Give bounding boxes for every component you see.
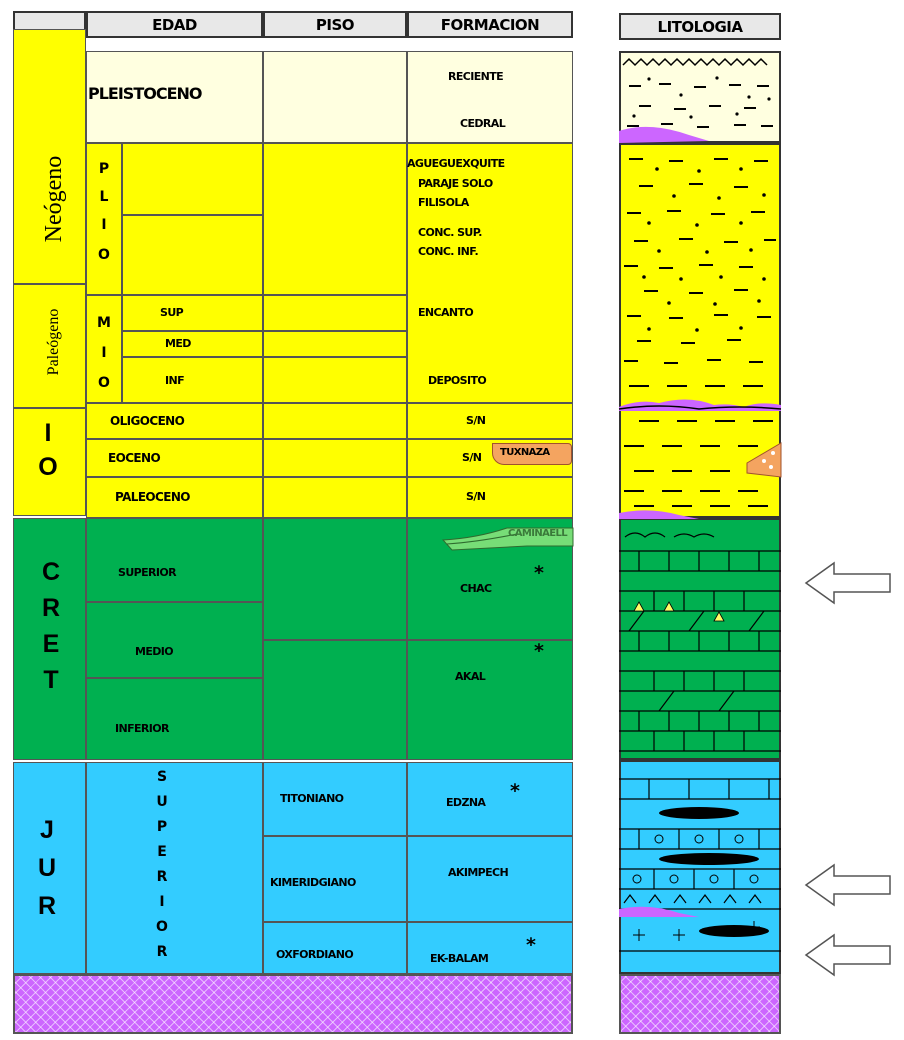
form-akal: AKAL — [455, 670, 485, 683]
arrow-left-icon — [804, 560, 894, 606]
cret-letter-e: E — [36, 629, 66, 660]
form-sn-oligoceno: S/N — [466, 414, 485, 427]
cret-piso-lower — [263, 640, 407, 760]
cret-medio-cell — [86, 602, 263, 678]
cret-inferior-label: INFERIOR — [115, 722, 169, 735]
mio-piso-sup — [263, 295, 407, 331]
ekbalam-cell — [407, 922, 573, 974]
oligoceno-label: OLIGOCENO — [110, 414, 184, 428]
form-deposito: DEPOSITO — [428, 374, 486, 387]
jur-letter-j: J — [32, 815, 62, 846]
cret-superior-label: SUPERIOR — [118, 566, 176, 579]
cret-inferior-cell — [86, 678, 263, 760]
form-cedral: CEDRAL — [460, 117, 505, 130]
cret-letter-r: R — [36, 593, 66, 624]
superior-letter-6: I — [150, 893, 174, 911]
paleoceno-piso — [263, 477, 407, 518]
mio-med-label: MED — [165, 337, 191, 350]
terciario-letter-2: O — [33, 452, 63, 483]
piso-titoniano: TITONIANO — [280, 792, 343, 805]
superior-letter-2: U — [150, 793, 174, 811]
piso-oxfordiano: OXFORDIANO — [276, 948, 353, 961]
form-ekbalam: EK-BALAM — [430, 952, 488, 965]
form-filisola: FILISOLA — [418, 196, 469, 209]
edzna-cell — [407, 762, 573, 836]
mio-letter-m: M — [92, 314, 116, 332]
form-conc-sup: CONC. SUP. — [418, 226, 482, 239]
jur-letter-u: U — [32, 853, 62, 884]
form-caminaell: CAMINAELL — [508, 528, 567, 539]
mio-sup-label: SUP — [160, 306, 183, 319]
plio-letter-i: I — [92, 216, 116, 234]
mio-inf-label: INF — [165, 374, 184, 387]
jur-letter-r: R — [32, 891, 62, 922]
cret-letter-c: C — [36, 557, 66, 588]
oligoceno-piso — [263, 403, 407, 439]
superior-letter-5: R — [150, 868, 174, 886]
akal-star: * — [534, 640, 544, 662]
mio-letter-i: I — [92, 344, 116, 362]
superior-letter-4: E — [150, 843, 174, 861]
cret-piso-upper — [263, 518, 407, 640]
plio-upper — [122, 143, 263, 215]
plio-letter-l: L — [92, 188, 116, 206]
paleoceno-label: PALEOCENO — [115, 490, 190, 504]
form-conc-inf: CONC. INF. — [418, 245, 478, 258]
plio-letter-p: P — [92, 160, 116, 178]
paleogeno-label: Paleógeno — [45, 292, 65, 392]
form-paraje-solo: PARAJE SOLO — [418, 177, 493, 190]
form-encanto: ENCANTO — [418, 306, 473, 319]
form-sn-paleoceno: S/N — [466, 490, 485, 503]
header-litologia: LITOLOGIA — [619, 13, 781, 40]
akimpech-cell — [407, 836, 573, 922]
akal-cell — [407, 640, 573, 760]
form-akimpech: AKIMPECH — [448, 866, 508, 879]
eoceno-label: EOCENO — [108, 451, 160, 465]
mio-piso-med — [263, 331, 407, 357]
arrow-left-icon — [804, 862, 894, 908]
arrow-left-icon — [804, 932, 894, 978]
piso-kimeridgiano: KIMERIDGIANO — [270, 876, 356, 889]
header-piso: PISO — [263, 11, 407, 38]
form-chac: CHAC — [460, 582, 491, 595]
plio-piso-upper — [263, 143, 407, 295]
paleoceno-formacion — [407, 477, 573, 518]
chac-star: * — [534, 562, 544, 584]
plio-letter-o: O — [92, 246, 116, 264]
header-edad: EDAD — [86, 11, 263, 38]
form-tuxnaza: TUXNAZA — [500, 447, 550, 458]
plio-lower — [122, 215, 263, 295]
ekbalam-star: * — [526, 934, 536, 956]
lit-basement — [619, 974, 781, 1034]
mio-inf-cell — [122, 357, 263, 403]
superior-letter-1: S — [150, 768, 174, 786]
header-formacion: FORMACION — [407, 11, 573, 38]
basement-left — [13, 974, 573, 1034]
neogeno-label: Neógeno — [41, 129, 69, 269]
form-edzna: EDZNA — [446, 796, 485, 809]
pleistoceno-label: PLEISTOCENO — [88, 84, 202, 103]
superior-letter-7: O — [150, 918, 174, 936]
cret-letter-t: T — [36, 665, 66, 696]
lithology-patterns — [619, 51, 781, 976]
jur-superior-col — [86, 762, 263, 974]
cret-superior-cell — [86, 518, 263, 602]
cret-medio-label: MEDIO — [135, 645, 173, 658]
pleistoceno-piso — [263, 51, 407, 143]
terciario-letter-1: I — [33, 418, 63, 449]
form-sn-eoceno: S/N — [462, 451, 481, 464]
mio-med-cell — [122, 331, 263, 357]
mio-letter-o: O — [92, 374, 116, 392]
mio-sup-cell — [122, 295, 263, 331]
superior-letter-8: R — [150, 943, 174, 961]
form-reciente: RECIENTE — [448, 70, 503, 83]
oligoceno-formacion — [407, 403, 573, 439]
form-agueguexquite: AGUEGUEXQUITE — [407, 157, 505, 170]
mio-piso-inf — [263, 357, 407, 403]
eoceno-piso — [263, 439, 407, 477]
superior-letter-3: P — [150, 818, 174, 836]
edzna-star: * — [510, 780, 520, 802]
